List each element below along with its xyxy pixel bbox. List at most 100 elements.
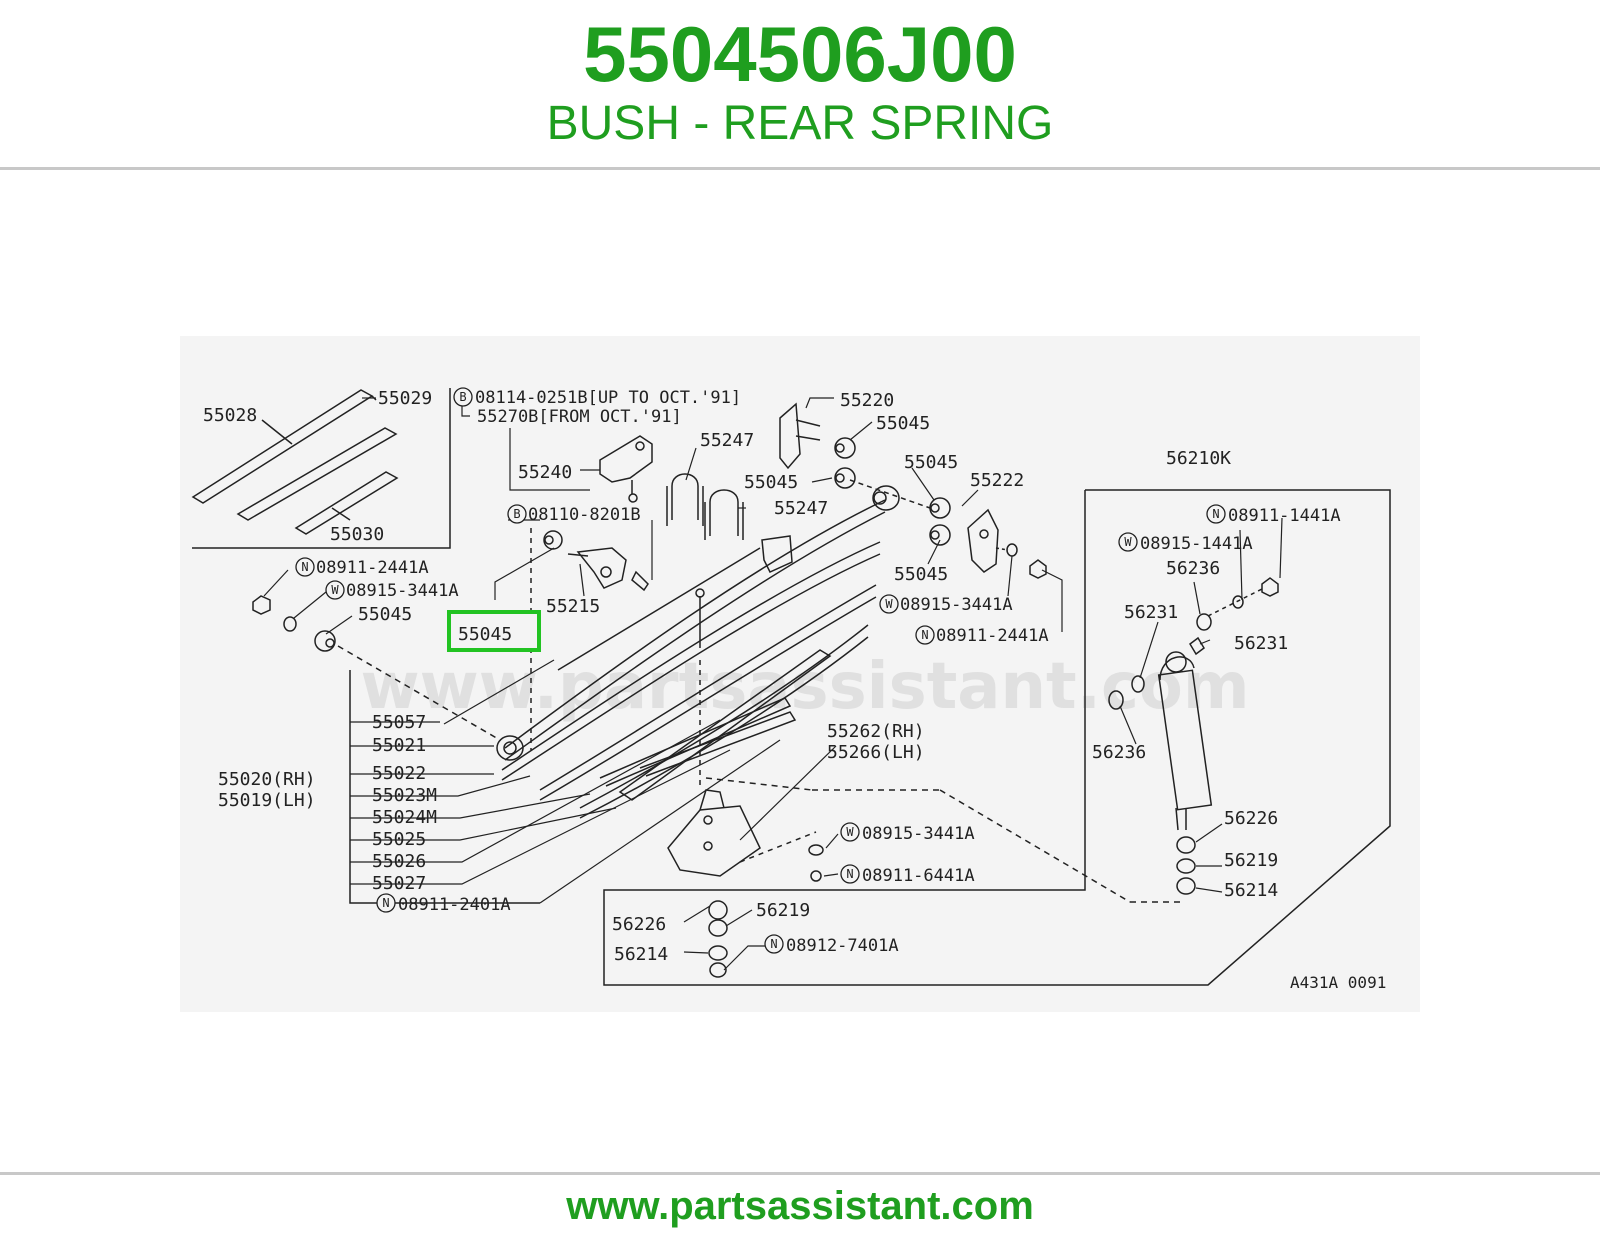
- marker-b-text-2: B: [513, 507, 520, 521]
- label-08915-3441a-left: 08915-3441A: [346, 581, 459, 601]
- marker-w-3: [840, 822, 860, 842]
- label-55029: 55029: [378, 388, 432, 409]
- top-divider: [0, 167, 1600, 170]
- label-55023m: 55023M: [372, 785, 437, 806]
- label-55019-lh: 55019(LH): [218, 790, 316, 811]
- marker-n-text-4: N: [846, 867, 853, 881]
- label-55022: 55022: [372, 763, 426, 784]
- label-56231-right: 56231: [1234, 633, 1288, 654]
- washer-left: [283, 616, 297, 632]
- hanger-55215: [576, 547, 627, 589]
- label-08915-3441a-right: 08915-3441A: [900, 595, 1013, 615]
- strip-55029: [236, 427, 398, 521]
- marker-w-1: [325, 580, 345, 600]
- marker-n-6: [1206, 504, 1226, 524]
- label-55247-a: 55247: [700, 430, 754, 451]
- marker-n-5: [764, 934, 784, 954]
- label-55024m: 55024M: [372, 807, 437, 828]
- label-08911-6441a: 08911-6441A: [862, 866, 975, 886]
- label-55266-lh: 55266(LH): [827, 742, 925, 763]
- nut-left: [252, 595, 271, 615]
- marker-w-text-1: W: [331, 583, 339, 597]
- label-08911-2441a-left: 08911-2441A: [316, 558, 429, 578]
- marker-n-2: [915, 625, 935, 645]
- label-56236-bottom: 56236: [1092, 742, 1146, 763]
- highlight-box[interactable]: [447, 610, 541, 652]
- label-08114-0251b: 08114-0251B[UP TO OCT.'91]: [475, 388, 741, 408]
- hanger-55220: [779, 402, 801, 470]
- spring-eye-rear: [872, 485, 900, 511]
- shackle-55222: [967, 508, 999, 573]
- label-08911-1441a: 08911-1441A: [1228, 506, 1341, 526]
- leaf-spring-stack: [501, 499, 886, 819]
- label-56210k: 56210K: [1166, 448, 1231, 469]
- label-55026: 55026: [372, 851, 426, 872]
- label-56231-left: 56231: [1124, 602, 1178, 623]
- u-bolt-b: [709, 489, 739, 536]
- bushing-left: [314, 630, 336, 652]
- marker-n-4: [840, 864, 860, 884]
- label-08110-8201b: 08110-8201B: [528, 505, 641, 525]
- marker-b-2: [507, 504, 527, 524]
- shock-box: [603, 489, 1391, 986]
- marker-w-text-3: W: [846, 825, 854, 839]
- label-56219-bottom: 56219: [756, 900, 810, 921]
- inset-border: [192, 388, 451, 549]
- label-08915-3441a-bottom: 08915-3441A: [862, 824, 975, 844]
- label-55045-t2: 55045: [744, 472, 798, 493]
- part-number: 5504506J00: [583, 10, 1017, 98]
- bracket-55240: [599, 435, 653, 483]
- label-55045-t3: 55045: [904, 452, 958, 473]
- label-55262-rh: 55262(RH): [827, 721, 925, 742]
- label-55027: 55027: [372, 873, 426, 894]
- bottom-divider: [0, 1172, 1600, 1175]
- marker-n-text-3: N: [382, 896, 389, 910]
- highlight-label: 55045: [458, 624, 512, 645]
- label-55220: 55220: [840, 390, 894, 411]
- label-55222: 55222: [970, 470, 1024, 491]
- marker-w-4: [1118, 532, 1138, 552]
- label-56226-right: 56226: [1224, 808, 1278, 829]
- marker-n-text-1: N: [301, 560, 308, 574]
- marker-w-text-2: W: [885, 597, 893, 611]
- marker-n-3: [376, 893, 396, 913]
- clip-55057: [761, 535, 793, 573]
- label-55057: 55057: [372, 712, 426, 733]
- label-55045-t4: 55045: [894, 564, 948, 585]
- label-56214-right: 56214: [1224, 880, 1278, 901]
- marker-n-text-6: N: [1212, 507, 1219, 521]
- label-55247-b: 55247: [774, 498, 828, 519]
- spring-eye-front: [496, 735, 524, 761]
- marker-n-text-5: N: [770, 937, 777, 951]
- shock-absorber: [1157, 651, 1213, 831]
- marker-b-1: [453, 387, 473, 407]
- label-55030: 55030: [330, 524, 384, 545]
- label-08911-2441a-right: 08911-2441A: [936, 626, 1049, 646]
- label-56226-bottom: 56226: [612, 914, 666, 935]
- label-08912-7401a: 08912-7401A: [786, 936, 899, 956]
- marker-w-text-4: W: [1124, 535, 1132, 549]
- strip-55030: [294, 471, 399, 535]
- footer-url[interactable]: www.partsassistant.com: [566, 1184, 1034, 1228]
- label-55045-left: 55045: [358, 604, 412, 625]
- label-55020-rh: 55020(RH): [218, 769, 316, 790]
- label-08915-1441a: 08915-1441A: [1140, 534, 1253, 554]
- leader-lines: [263, 397, 1283, 971]
- marker-w-2: [879, 594, 899, 614]
- u-bolt-a: [671, 473, 699, 520]
- marker-b-text-1: B: [459, 390, 466, 404]
- marker-n-1: [295, 557, 315, 577]
- label-55240: 55240: [518, 462, 572, 483]
- part-name: BUSH - REAR SPRING: [546, 97, 1054, 150]
- label-56214-bottom: 56214: [614, 944, 668, 965]
- label-55270b: 55270B[FROM OCT.'91]: [477, 407, 682, 427]
- label-08911-2401a: 08911-2401A: [398, 895, 511, 915]
- label-55021: 55021: [372, 735, 426, 756]
- diagram-code: A431A 0091: [1290, 973, 1386, 992]
- label-55215: 55215: [546, 596, 600, 617]
- marker-n-text-2: N: [921, 628, 928, 642]
- label-55025: 55025: [372, 829, 426, 850]
- label-55028: 55028: [203, 405, 257, 426]
